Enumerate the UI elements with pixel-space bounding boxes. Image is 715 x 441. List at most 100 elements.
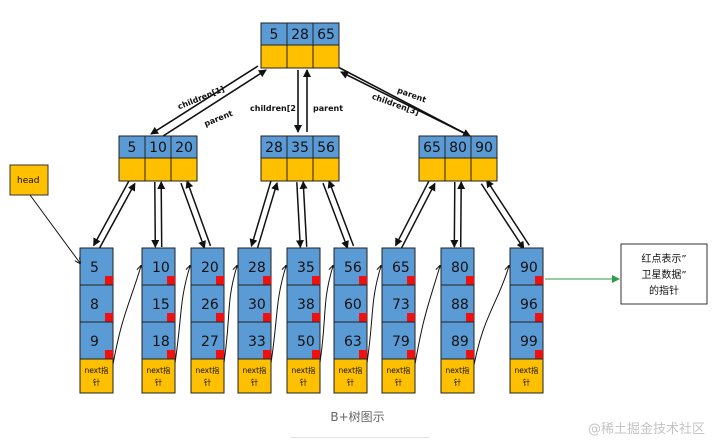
child-arrow-down-3 <box>180 182 206 250</box>
head-label: head <box>17 176 39 186</box>
leaf-key-cell <box>141 321 176 360</box>
next-pointer-label-line1: next指 <box>242 365 267 375</box>
leaf-key-label: 26 <box>201 297 219 313</box>
satellite-data-marker <box>359 276 367 285</box>
head-pointer-box: head <box>9 164 49 196</box>
child-pointer-cell <box>118 157 146 182</box>
satellite-data-marker <box>359 350 367 359</box>
satellite-data-marker <box>535 313 543 322</box>
leaf-key-label: 28 <box>248 260 266 276</box>
leaf-key-label: 60 <box>344 297 362 313</box>
satellite-data-marker <box>312 350 320 359</box>
next-pointer-link-7 <box>412 266 440 377</box>
callout-line-1: 红点表示” <box>641 252 686 265</box>
key-label: 65 <box>423 140 441 156</box>
next-pointer-label-line2: 针 <box>251 377 259 387</box>
next-pointer-label-line2: 针 <box>93 377 101 387</box>
leaf-key-label: 10 <box>152 260 170 276</box>
next-pointer-label-line1: next指 <box>146 365 171 375</box>
next-pointer-label-line1: next指 <box>386 365 411 375</box>
child-pointer-cell <box>312 157 340 182</box>
satellite-data-marker <box>216 350 224 359</box>
child-pointer-cell <box>312 44 340 69</box>
child-arrow-down-6 <box>322 182 349 250</box>
satellite-data-marker <box>535 350 543 359</box>
child-pointer-cell <box>260 157 288 182</box>
next-pointer-link-6 <box>364 266 381 377</box>
satellite-data-marker <box>167 313 175 322</box>
key-label: 56 <box>317 140 335 156</box>
callout-line-3: 的指针 <box>649 284 679 297</box>
leaf-key-label: 33 <box>248 334 266 350</box>
child-pointer-cell <box>418 157 446 182</box>
satellite-data-marker <box>167 350 175 359</box>
parent-arrow-up-4 <box>256 181 279 249</box>
next-pointer-label-line2: 针 <box>395 377 403 387</box>
next-pointer-cell <box>190 358 225 394</box>
child-pointer-cell <box>444 157 472 182</box>
next-pointer-cell <box>440 358 475 394</box>
edge-children3-arrow <box>335 65 471 137</box>
child-pointer-cell <box>286 44 314 69</box>
next-pointer-cell <box>333 358 368 394</box>
satellite-data-marker <box>216 276 224 285</box>
satellite-data-marker <box>466 276 474 285</box>
leaf-key-label: 27 <box>201 334 219 350</box>
next-pointer-link-2 <box>172 266 190 377</box>
leaf-key-label: 80 <box>451 260 469 276</box>
leaf-key-label: 5 <box>90 260 99 276</box>
next-pointer-cell <box>141 358 176 394</box>
next-pointer-link-1 <box>110 266 141 377</box>
key-label: 90 <box>475 140 493 156</box>
next-pointer-link-4 <box>268 266 286 377</box>
watermark-text: @稀土掘金技术社区 <box>587 422 705 437</box>
child-arrow-down-2 <box>151 182 160 249</box>
leaf-key-label: 88 <box>451 297 469 313</box>
satellite-data-marker <box>312 313 320 322</box>
next-pointer-label-line2: 针 <box>155 377 163 387</box>
edge-label-parent-middle: parent <box>313 104 343 113</box>
satellite-data-marker <box>466 350 474 359</box>
satellite-data-marker <box>105 276 113 285</box>
key-label: 28 <box>291 27 309 43</box>
child-arrow-down-7 <box>394 180 430 247</box>
next-pointer-link-8 <box>471 266 509 377</box>
next-pointer-link-5 <box>317 266 333 377</box>
leaf-key-label: 73 <box>392 297 410 313</box>
satellite-data-marker <box>535 276 543 285</box>
key-label: 28 <box>265 140 283 156</box>
key-label: 5 <box>128 140 137 156</box>
leaf-key-label: 15 <box>152 297 170 313</box>
edges-layer <box>93 65 530 377</box>
key-label: 35 <box>291 140 309 156</box>
next-pointer-label-line1: next指 <box>195 365 220 375</box>
leaf-key-label: 35 <box>297 260 315 276</box>
next-pointer-cell <box>286 358 321 394</box>
edge-children1-arrow <box>150 65 259 135</box>
satellite-data-marker <box>466 313 474 322</box>
edge-label-children1: children[1] <box>176 84 225 111</box>
parent-arrow-up-8 <box>457 181 466 248</box>
satellite-data-marker <box>359 313 367 322</box>
next-pointer-cell <box>237 358 272 394</box>
next-pointer-label-line2: 针 <box>300 377 308 387</box>
parent-arrow-up-5 <box>299 180 308 247</box>
parent-arrow-up-1 <box>98 182 136 249</box>
key-label: 80 <box>449 140 467 156</box>
leaf-key-label: 18 <box>152 334 170 350</box>
next-pointer-cell <box>79 358 114 394</box>
edge-parent-left-arrow <box>159 69 267 139</box>
satellite-data-marker <box>263 276 271 285</box>
child-pointer-cell <box>470 157 498 182</box>
key-label: 65 <box>317 27 335 43</box>
satellite-data-callout: 红点表示” 卫星数据” 的指针 <box>620 243 708 305</box>
leaf-key-label: 96 <box>520 297 538 313</box>
leaf-key-label: 38 <box>297 297 315 313</box>
